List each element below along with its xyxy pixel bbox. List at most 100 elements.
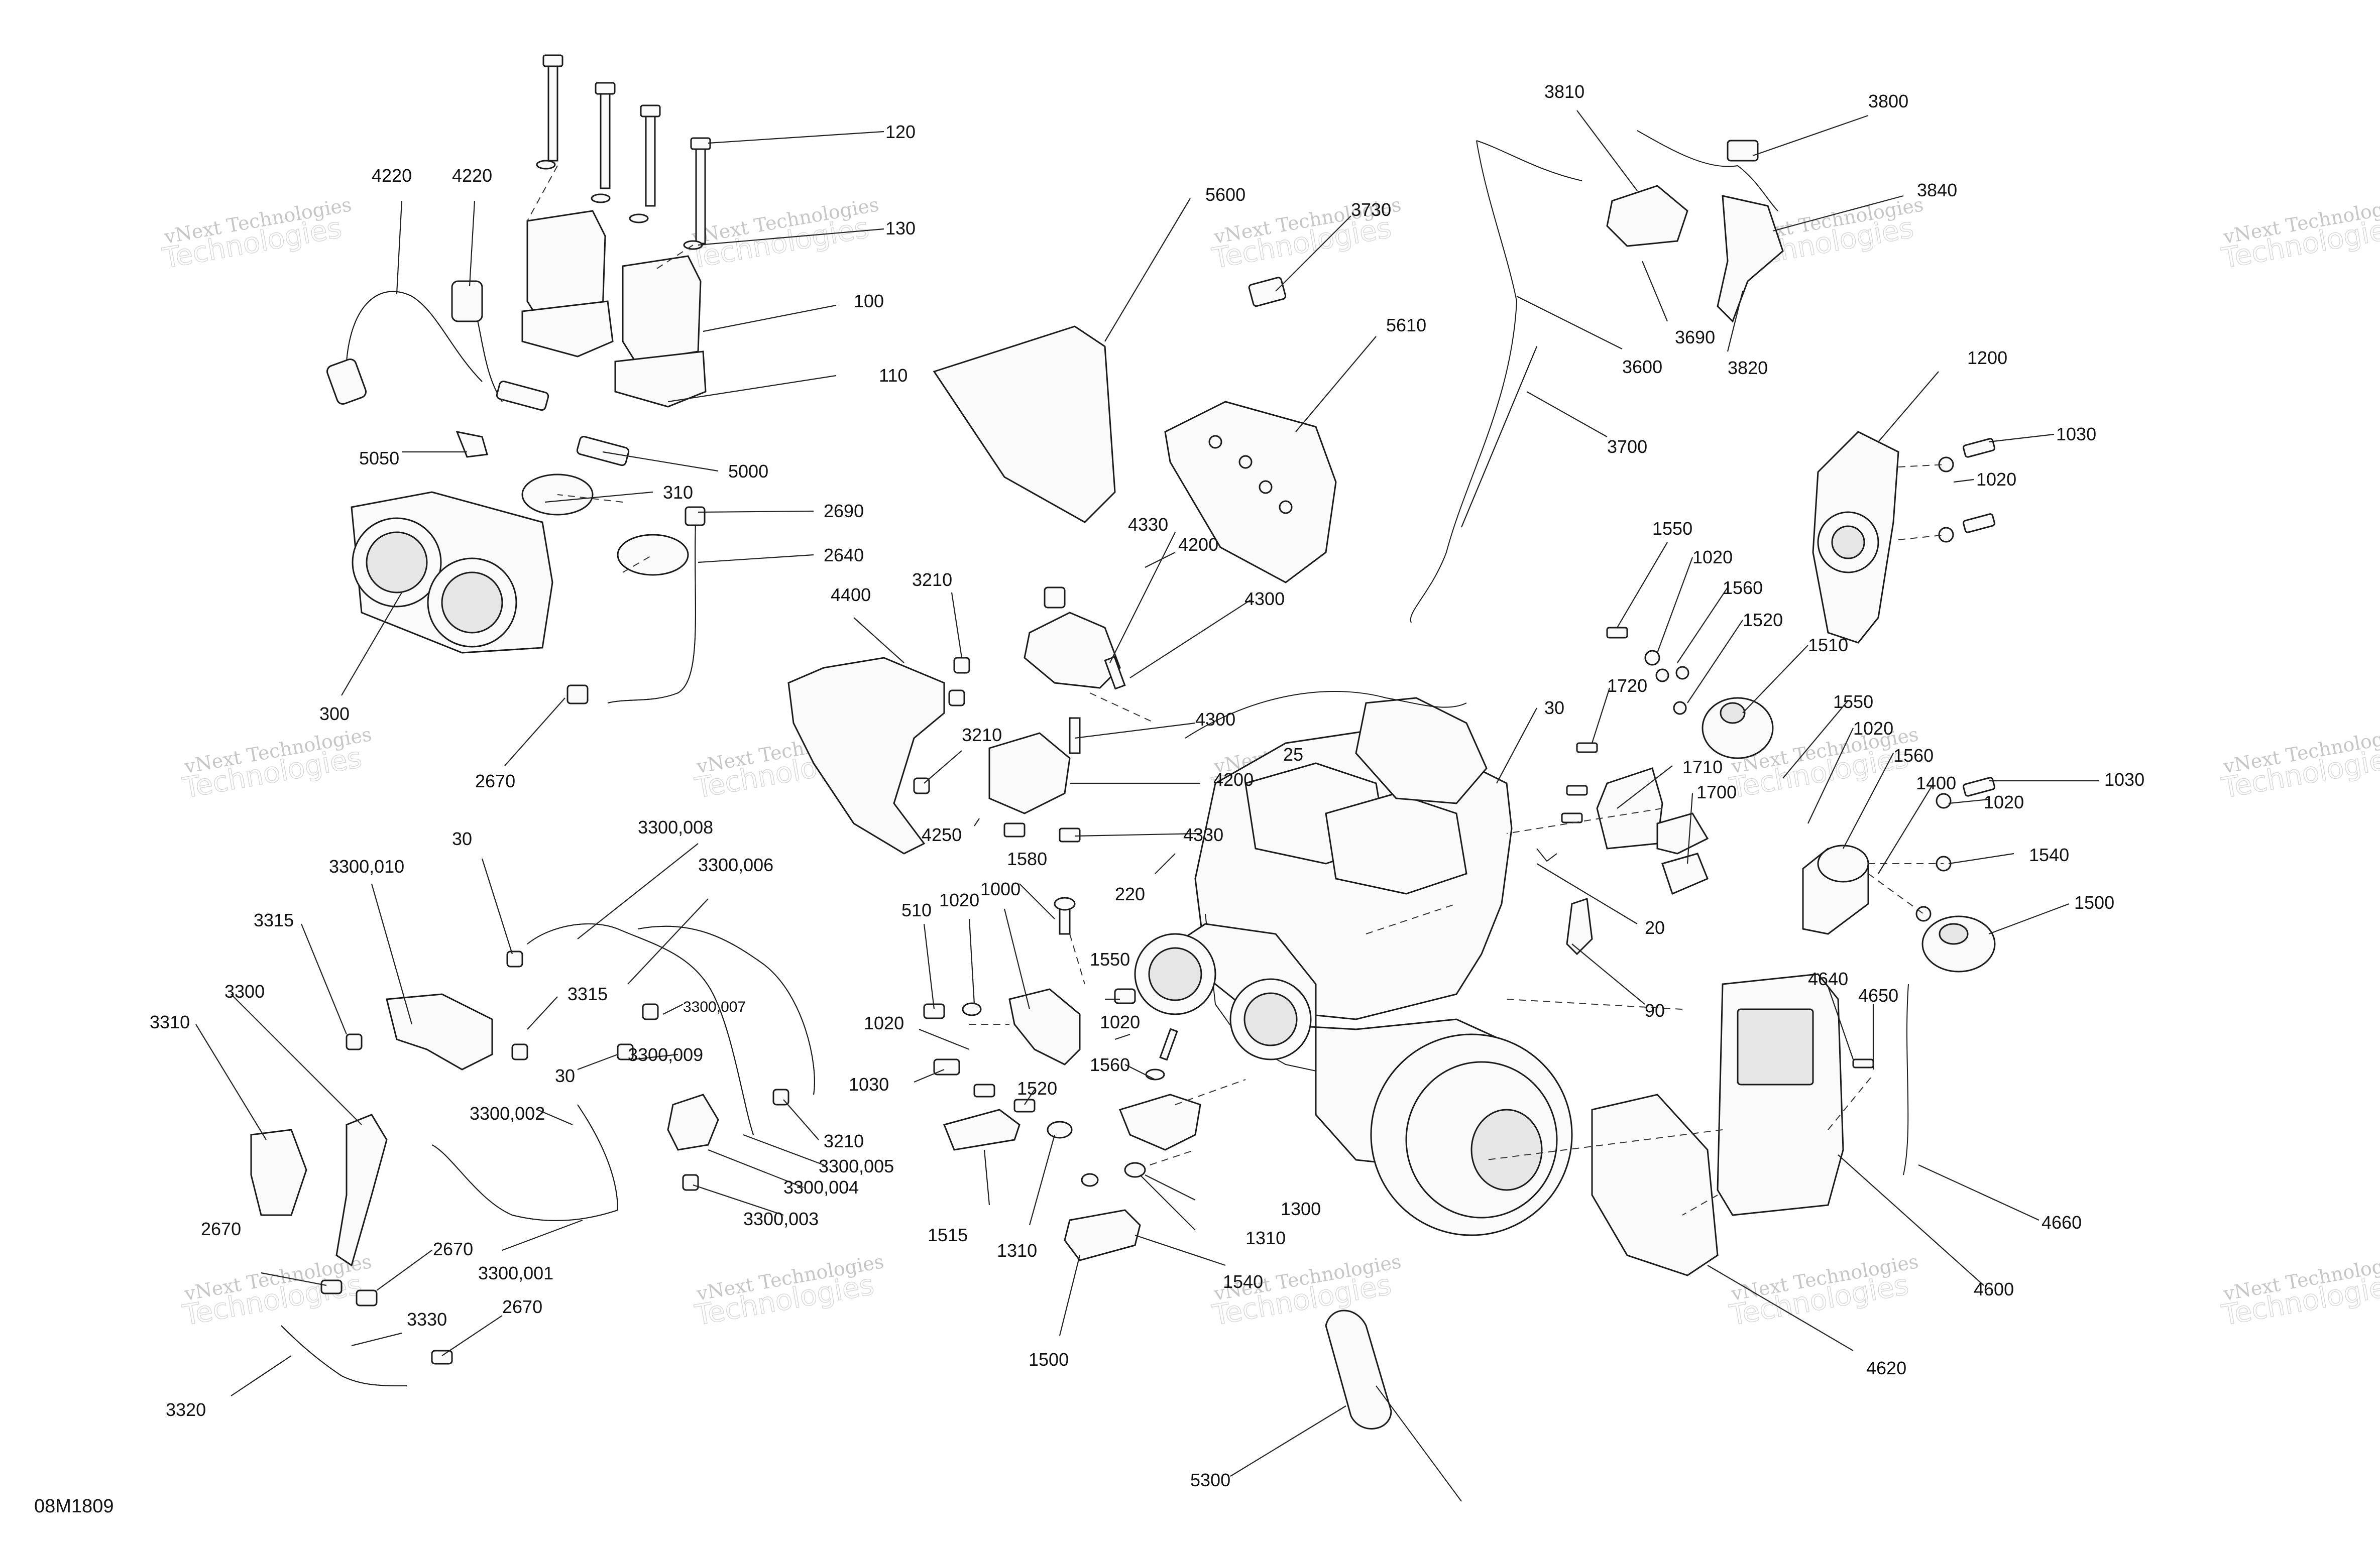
callout-label: 4400	[831, 584, 871, 605]
callout-label: 1515	[928, 1225, 968, 1245]
engine-mount-1710	[1561, 742, 1709, 895]
part-drawings	[250, 54, 1996, 1502]
callout-label: 4200	[1178, 534, 1218, 555]
callout-label: 4250	[922, 824, 962, 845]
callout-label: 2640	[824, 545, 864, 565]
callout-label: 3330	[407, 1309, 447, 1330]
callout-label: 1000	[980, 879, 1021, 899]
callout-label: 130	[885, 218, 916, 239]
callout-label: 4300	[1244, 588, 1285, 609]
spark-plug-cables	[326, 280, 630, 466]
assembly-lines	[527, 165, 1947, 1216]
callout-label: 1580	[1007, 849, 1047, 869]
callout-label: 3210	[912, 569, 952, 590]
callout-label: 4220	[372, 165, 412, 186]
ecm-module	[1591, 973, 1909, 1276]
callout-label: 300	[319, 703, 350, 724]
callout-label: 3840	[1917, 180, 1957, 200]
callout-label: 3300,009	[628, 1044, 703, 1065]
callout-label: 4220	[452, 165, 492, 186]
callout-label: 3300,007	[683, 999, 746, 1015]
callout-label: 1300	[1281, 1199, 1321, 1219]
callout-label: 3690	[1675, 327, 1715, 347]
throttle-sensor-assembly	[1606, 130, 1784, 323]
callout-label: 1400	[1916, 773, 1956, 793]
throttle-cables	[1410, 140, 1582, 623]
engine-block	[1134, 690, 1573, 1236]
callout-label: 3315	[568, 984, 608, 1004]
callout-label: 1550	[1652, 518, 1692, 539]
callout-label: 5000	[728, 461, 768, 482]
callout-label: 1510	[1808, 635, 1848, 655]
callout-label: 2670	[502, 1296, 542, 1317]
callout-label: 1020	[1853, 718, 1893, 739]
callout-label: 3210	[824, 1131, 864, 1151]
callout-label: 1550	[1833, 691, 1873, 712]
callout-label: 3300,006	[698, 855, 773, 875]
callout-label: 3300,004	[783, 1177, 859, 1198]
ignition-coils	[521, 210, 707, 408]
callout-label: 1020	[1976, 469, 2016, 490]
callout-label: 1030	[2104, 769, 2144, 790]
callout-label: 1310	[1245, 1228, 1286, 1248]
callout-label: 3300,008	[638, 817, 713, 838]
callout-label: 30	[452, 828, 472, 849]
callout-label: 120	[885, 122, 916, 142]
callout-label: 100	[854, 291, 884, 311]
callout-label: 3315	[254, 910, 294, 930]
clamps	[1536, 848, 1593, 956]
callout-label: 1550	[1090, 949, 1130, 970]
callout-label: 110	[879, 365, 908, 386]
callout-label: 3820	[1728, 358, 1768, 378]
callout-label: 1520	[1017, 1078, 1057, 1099]
callout-label: 4620	[1866, 1358, 1906, 1378]
callout-label: 4330	[1128, 514, 1168, 535]
callout-label: 3210	[962, 725, 1002, 745]
engine-mount-1510	[1606, 627, 1774, 759]
callout-label: 3730	[1351, 199, 1391, 220]
engine-mount-right	[1812, 431, 1995, 644]
figure-reference-code: 08M1809	[34, 1496, 114, 1517]
callout-label: 1700	[1696, 782, 1737, 802]
callout-label: 1200	[1967, 347, 2007, 368]
callout-label: 30	[1544, 697, 1564, 718]
callout-label: 20	[1645, 917, 1665, 938]
callout-label: 1560	[1723, 577, 1763, 598]
callout-label: 1020	[864, 1013, 904, 1033]
callout-label: 30	[555, 1065, 575, 1086]
callout-label: 1500	[1029, 1349, 1069, 1370]
callout-label: 1540	[2029, 845, 2069, 865]
callout-labels: 120 130 100 110 4220 4220 5050 5000 310 …	[150, 81, 2144, 1490]
callout-label: 510	[901, 900, 932, 920]
oil-tank	[1325, 1310, 1462, 1502]
callout-label: 1020	[1692, 547, 1733, 567]
callout-label: 3310	[150, 1012, 190, 1032]
throttle-body	[351, 473, 689, 654]
callout-label: 4650	[1858, 985, 1898, 1006]
callout-label: 5300	[1190, 1470, 1230, 1490]
callout-label: 3300,002	[470, 1103, 545, 1124]
callout-label: 3700	[1607, 436, 1647, 457]
callout-label: 3300,005	[819, 1156, 894, 1176]
callout-label: 4660	[2042, 1212, 2082, 1233]
leader-lines	[195, 110, 2099, 1477]
callout-label: 1540	[1223, 1271, 1263, 1292]
callout-label: 3300,010	[329, 856, 404, 877]
callout-label: 90	[1645, 1000, 1665, 1021]
bottom-left-hoses	[250, 923, 815, 1386]
callout-label: 220	[1115, 884, 1145, 904]
callout-label: 4600	[1974, 1279, 2014, 1299]
callout-label: 1030	[849, 1074, 889, 1095]
callout-label: 1500	[2074, 892, 2114, 913]
callout-label: 3600	[1622, 357, 1662, 377]
callout-label: 1310	[997, 1240, 1037, 1261]
callout-label: 1560	[1893, 745, 1934, 766]
callout-label: 1720	[1607, 675, 1647, 696]
callout-label: 1560	[1090, 1054, 1130, 1075]
callout-label: 3320	[166, 1399, 206, 1420]
callout-label: 3300	[224, 981, 265, 1002]
callout-label: 3300,001	[478, 1263, 553, 1283]
callout-label: 310	[663, 482, 693, 503]
callout-label: 1020	[939, 890, 979, 910]
callout-label: 4300	[1195, 709, 1235, 730]
